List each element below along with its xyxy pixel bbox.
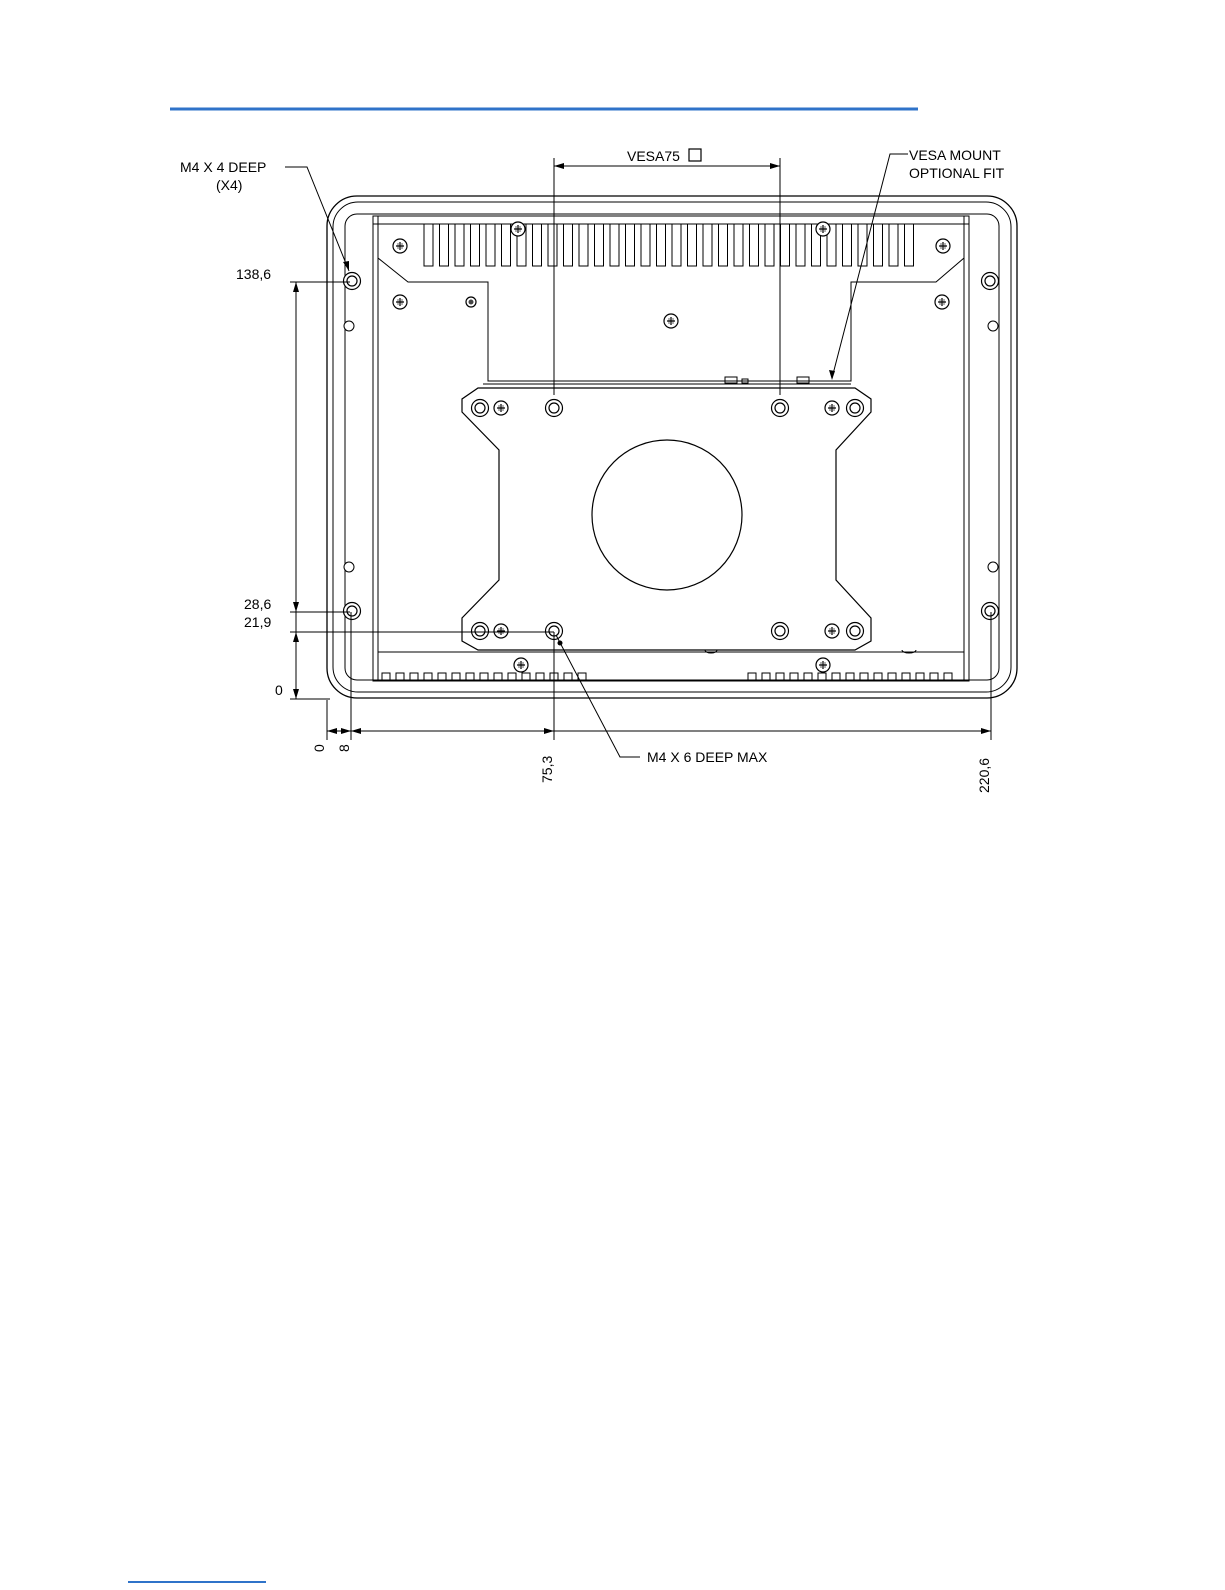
heatsink-fin: [502, 224, 511, 266]
bezel-hole-icon: [344, 562, 354, 572]
heatsink-fin: [781, 224, 790, 266]
phillips-screw-icon: [511, 222, 525, 236]
mounting-hole-icon: [847, 400, 864, 417]
phillips-screw-icon: [825, 401, 839, 415]
heatsink-fin: [440, 224, 449, 266]
heatsink-fin: [688, 224, 697, 266]
mounting-hole-icon: [982, 603, 999, 620]
callout-x4: (X4): [216, 177, 242, 193]
phillips-screw-icon: [494, 624, 508, 638]
dim-label-75-3: 75,3: [539, 756, 555, 783]
vesa75-label: VESA75: [627, 148, 680, 164]
heatsink-fins: [424, 224, 914, 266]
callout-m4-6-deep-max: M4 X 6 DEEP MAX: [647, 749, 768, 765]
heatsink-fin: [889, 224, 898, 266]
phillips-screw-icon: [935, 295, 949, 309]
heatsink-fin: [703, 224, 712, 266]
heatsink-fin: [579, 224, 588, 266]
heatsink-fin: [719, 224, 728, 266]
heatsink-fin: [765, 224, 774, 266]
phillips-screw-icon: [816, 222, 830, 236]
phillips-screw-icon: [664, 314, 678, 328]
bezel-hole-icon: [988, 562, 998, 572]
bezel-hole-icon: [988, 321, 998, 331]
mounting-hole-icon: [847, 623, 864, 640]
mounting-hole-icon: [344, 603, 361, 620]
heatsink-fin: [796, 224, 805, 266]
heatsink-fin: [641, 224, 650, 266]
bottom-vents: [378, 652, 964, 681]
mounting-hole-icon: [472, 623, 489, 640]
dim-label-138-6: 138,6: [236, 266, 271, 282]
callout-vesa-mount: VESA MOUNT: [909, 147, 1001, 163]
mounting-hole-icon: [472, 400, 489, 417]
phillips-screw-icon: [816, 658, 830, 672]
heatsink-fin: [905, 224, 914, 266]
heatsink-fin: [455, 224, 464, 266]
dim-label-0-horizontal: 0: [311, 744, 327, 752]
plate-center-cutout: [592, 440, 742, 590]
dim-label-220-6: 220,6: [976, 758, 992, 793]
phillips-screw-icon: [494, 401, 508, 415]
heatsink-fin: [486, 224, 495, 266]
heatsink-fin: [471, 224, 480, 266]
phillips-screw-icon: [393, 295, 407, 309]
vesa-dimension: [554, 158, 780, 395]
phillips-screw-icon: [825, 624, 839, 638]
callout-optional-fit: OPTIONAL FIT: [909, 165, 1005, 181]
mounting-hole-icon: [982, 273, 999, 290]
phillips-screw-icon: [393, 239, 407, 253]
heatsink-fin: [657, 224, 666, 266]
heatsink-fin: [564, 224, 573, 266]
bezel-hole-icon: [344, 321, 354, 331]
mounting-hole-icon: [344, 273, 361, 290]
vesa-square-symbol: [689, 149, 701, 161]
heatsink-fin: [750, 224, 759, 266]
phillips-screw-icon: [936, 239, 950, 253]
heatsink-fin: [424, 224, 433, 266]
dim-label-0-vertical: 0: [275, 682, 283, 698]
heatsink-fin: [874, 224, 883, 266]
heatsink-fin: [533, 224, 542, 266]
heatsink-fin: [734, 224, 743, 266]
dim-label-8: 8: [336, 744, 352, 752]
mounting-hole-icon: [546, 400, 563, 417]
heatsink-fin: [548, 224, 557, 266]
mounting-hole-icon: [772, 400, 789, 417]
hex-nut-icon: [466, 297, 476, 307]
dim-label-28-6: 28,6: [244, 596, 271, 612]
heatsink-fin: [626, 224, 635, 266]
heatsink-fin: [843, 224, 852, 266]
callout-m4-4-deep: M4 X 4 DEEP: [180, 159, 266, 175]
mounting-hole-icon: [772, 623, 789, 640]
heatsink-fin: [610, 224, 619, 266]
dim-label-21-9: 21,9: [244, 614, 271, 630]
heatsink-fin: [595, 224, 604, 266]
heatsink-fin: [672, 224, 681, 266]
phillips-screw-icon: [514, 658, 528, 672]
